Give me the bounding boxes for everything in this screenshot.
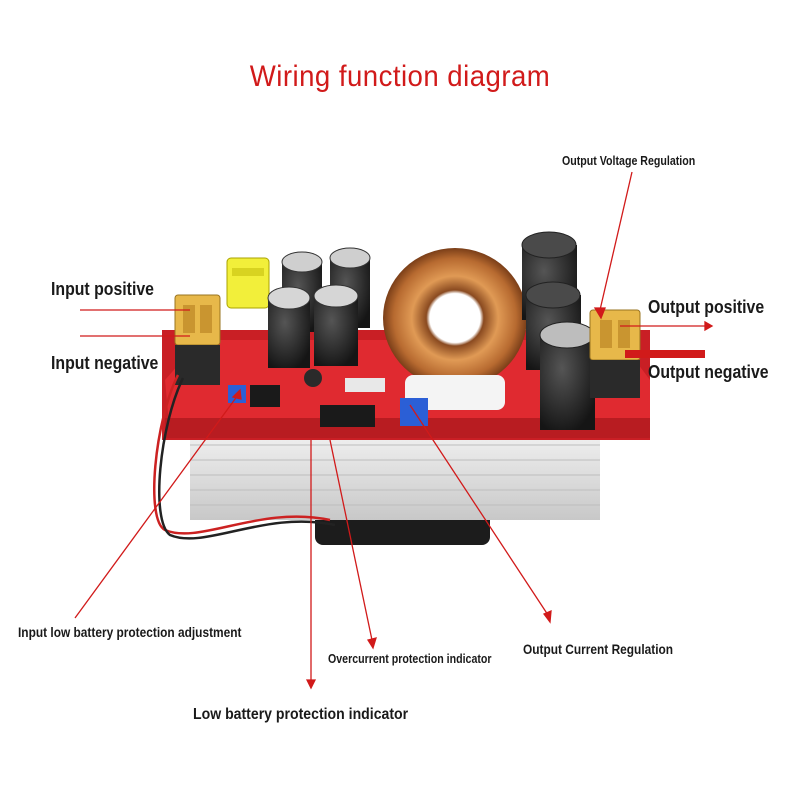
label-input-negative: Input negative [51, 353, 159, 373]
label-output-negative: Output negative [648, 362, 769, 382]
label-input-low-battery-protection-adjustment: Input low battery protection adjustment [18, 624, 242, 640]
output-terminal [589, 309, 641, 398]
label-input-positive: Input positive [51, 279, 154, 299]
toroid-inductor [383, 248, 527, 410]
input-terminal [174, 294, 221, 385]
label-output-voltage-regulation: Output Voltage Regulation [562, 154, 696, 168]
heatsink [190, 430, 600, 520]
callout-arrows [74, 171, 714, 690]
external-wires [153, 374, 336, 540]
diagram-title: Wiring function diagram [249, 60, 551, 93]
arrow-output-negative [625, 350, 705, 358]
label-output-current-regulation: Output Current Regulation [523, 641, 674, 657]
arrow-overcurrent [329, 439, 373, 641]
arrow-output-voltage [599, 171, 633, 311]
arrow-output-current [409, 404, 549, 616]
label-overcurrent-protection-indicator: Overcurrent protection indicator [328, 652, 492, 666]
label-low-battery-protection-indicator: Low battery protection indicator [193, 706, 409, 723]
arrow-input-low-battery [74, 394, 239, 619]
fuse [226, 257, 270, 309]
input-capacitors [267, 247, 371, 368]
label-output-positive: Output positive [648, 297, 765, 317]
output-capacitors [521, 231, 595, 430]
